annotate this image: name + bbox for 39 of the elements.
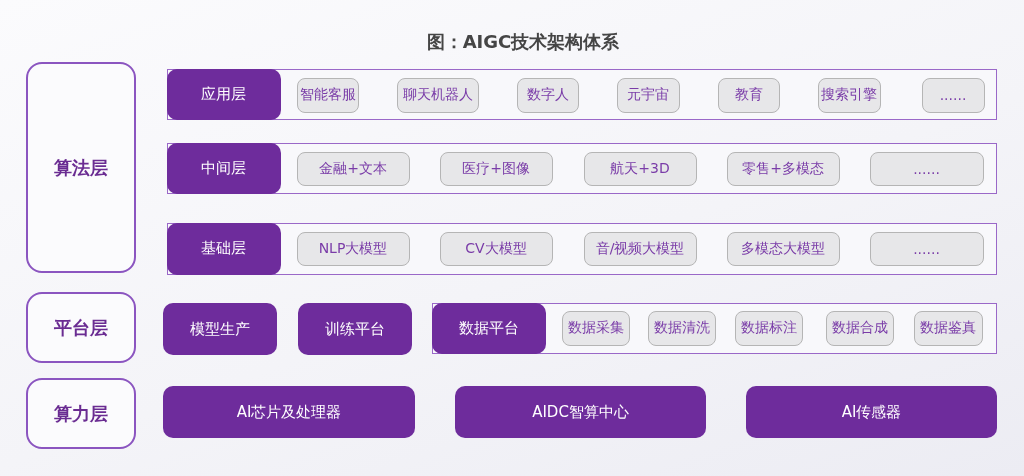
- layer-band: [167, 223, 997, 275]
- title: 图：AIGC技术架构体系: [426, 30, 620, 54]
- item-box: 智能客服: [296, 77, 359, 113]
- layer-box: 算力层: [26, 378, 136, 449]
- item-box: 教育: [717, 77, 780, 113]
- item-box: 数据清洗: [647, 310, 716, 346]
- item-box: 音/视频大模型: [583, 231, 697, 266]
- layer-box: 平台层: [26, 292, 136, 363]
- layer-band: [432, 303, 997, 354]
- item-box: 数据采集: [561, 310, 630, 346]
- layer-band: [167, 143, 997, 194]
- module-box: AIDC智算中心: [455, 386, 706, 438]
- layer-tab: 应用层: [166, 68, 281, 120]
- item-box: ......: [869, 231, 984, 266]
- layer-band: [167, 69, 997, 120]
- layer-box: 算法层: [26, 62, 136, 273]
- item-box: 零售+多模态: [726, 151, 840, 186]
- layer-tab: 数据平台: [431, 302, 546, 354]
- item-box: 元宇宙: [616, 77, 680, 113]
- item-box: 搜索引擎: [817, 77, 881, 113]
- module-box: 训练平台: [298, 303, 412, 355]
- item-box: 数据合成: [825, 310, 894, 346]
- item-box: ......: [869, 151, 984, 186]
- layer-tab: 中间层: [166, 142, 281, 194]
- item-box: 多模态大模型: [726, 231, 840, 266]
- item-box: CV大模型: [439, 231, 553, 266]
- item-box: NLP大模型: [296, 231, 410, 266]
- item-box: 聊天机器人: [396, 77, 479, 113]
- item-box: ......: [921, 77, 985, 113]
- item-box: 航天+3D: [583, 151, 697, 186]
- module-box: AI传感器: [746, 386, 997, 438]
- item-box: 数据标注: [734, 310, 803, 346]
- module-box: 模型生产: [163, 303, 277, 355]
- item-box: 金融+文本: [296, 151, 410, 186]
- module-box: AI芯片及处理器: [163, 386, 415, 438]
- item-box: 医疗+图像: [439, 151, 553, 186]
- layer-tab: 基础层: [166, 222, 281, 275]
- item-box: 数据鉴真: [913, 310, 983, 346]
- item-box: 数字人: [516, 77, 579, 113]
